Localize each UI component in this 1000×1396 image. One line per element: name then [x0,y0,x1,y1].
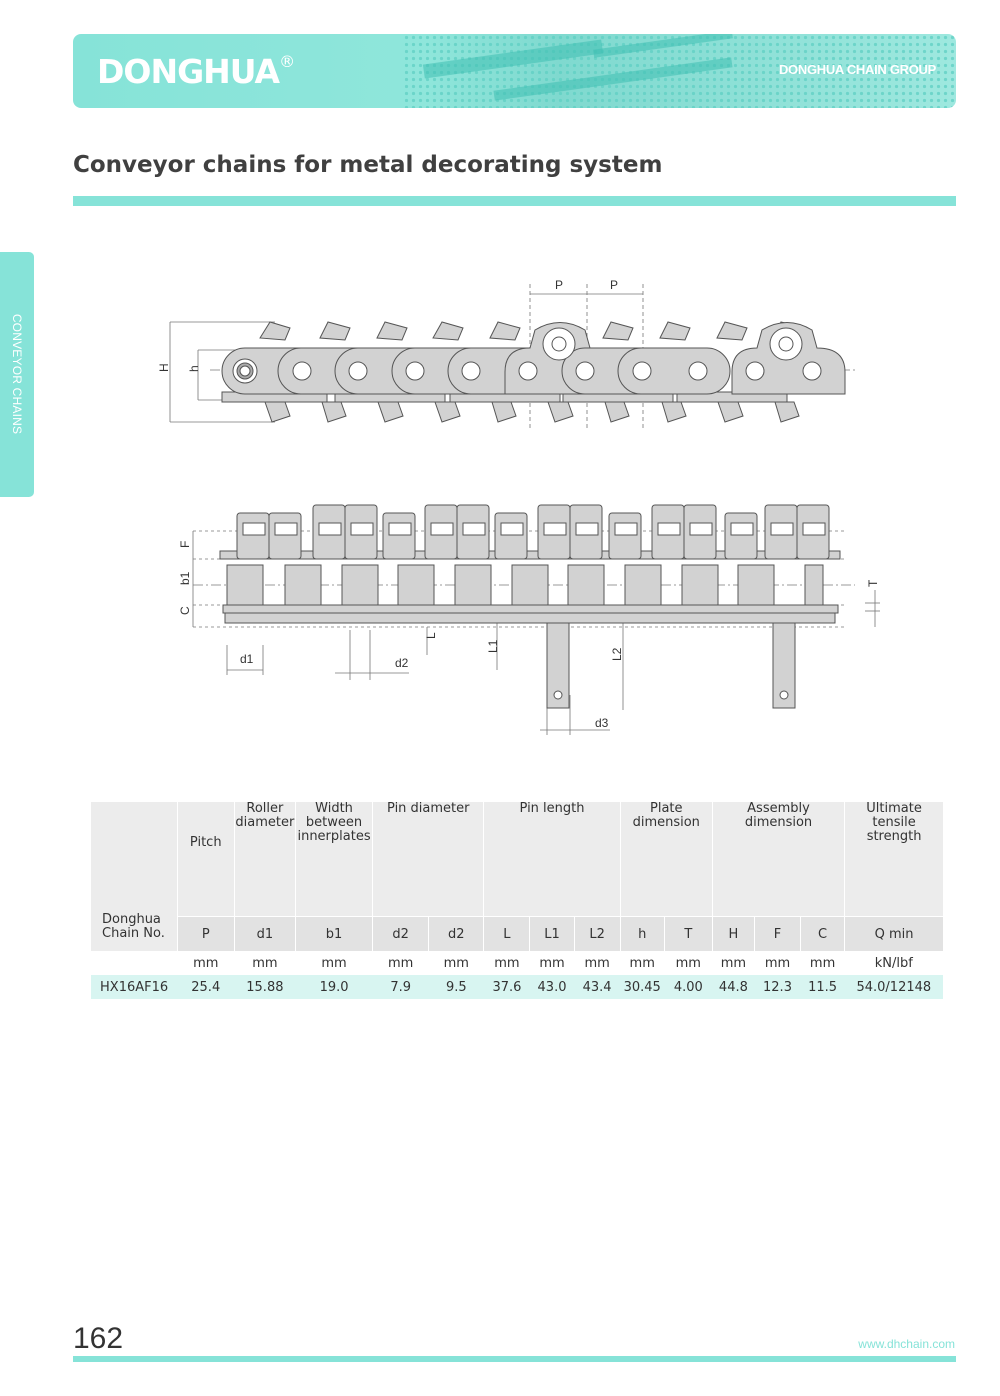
col-header-width: Width between innerplates [294,802,373,917]
unit-cell: mm [177,951,235,975]
symbol-cell: H [711,916,755,951]
col-header-pin-diameter: Pin diameter [372,802,484,917]
col-header-pitch: Pitch [176,802,235,917]
side-tab-label: CONVEYOR CHAINS [10,313,24,435]
table-symbol-row: P d1 b1 d2 d2 L L1 L2 h T H F C Q min [91,916,943,951]
dim-label-L2: L2 [610,647,624,661]
data-cell: 15.88 [234,975,296,999]
symbol-cell: d2 [428,916,484,951]
dim-label-C: C [178,606,192,615]
symbol-cell: T [663,916,713,951]
symbol-cell: d2 [372,916,429,951]
dim-label-d1: d1 [240,652,254,666]
col-header-roller: Roller diameter [233,802,296,917]
unit-cell [91,951,178,975]
data-cell: 7.9 [372,975,429,999]
dim-label-T: T [866,579,880,587]
page-title: Conveyor chains for metal decorating sys… [73,152,663,178]
page-number: 162 [73,1322,124,1355]
header-banner: DONGHUA® DONGHUA CHAIN GROUP [73,34,956,108]
data-cell: 19.0 [295,975,373,999]
symbol-cell: L2 [573,916,621,951]
unit-cell: kN/lbf [844,951,943,975]
unit-cell: mm [620,951,665,975]
unit-cell: mm [800,951,845,975]
data-cell: 43.0 [529,975,575,999]
data-cell: 11.5 [800,975,845,999]
dim-label-b1: b1 [178,571,192,585]
table-unit-row: mm mm mm mm mm mm mm mm mm mm mm mm mm k… [91,951,943,975]
dim-label-H: H [157,363,171,372]
group-name: DONGHUA CHAIN GROUP [778,62,936,77]
table-row: HX16AF16 25.4 15.88 19.0 7.9 9.5 37.6 43… [91,975,943,999]
side-tab: CONVEYOR CHAINS [0,252,34,497]
unit-cell: mm [574,951,621,975]
unit-cell: mm [234,951,296,975]
col-header-uts: Ultimate tensile strength [844,802,943,917]
col-header-plate: Plate dimension [619,802,713,917]
symbol-cell: P [176,916,235,951]
unit-cell: mm [664,951,713,975]
brand-logo: DONGHUA® [97,52,295,91]
dim-label-L: L [424,632,438,639]
data-cell: 43.4 [574,975,621,999]
data-cell: 9.5 [428,975,484,999]
dim-label-L1: L1 [486,639,500,653]
data-cell: 30.45 [620,975,665,999]
symbol-cell: b1 [294,916,373,951]
data-cell: 4.00 [664,975,713,999]
symbol-cell: Q min [844,916,943,951]
symbol-cell: F [753,916,801,951]
dim-label-F: F [178,541,192,548]
website-link[interactable]: www.dhchain.com [858,1337,955,1351]
unit-cell: mm [754,951,801,975]
footer-divider [73,1356,956,1362]
col-header-assembly: Assembly dimension [711,802,845,917]
unit-cell: mm [428,951,484,975]
data-cell: 37.6 [483,975,530,999]
symbol-cell: C [800,916,845,951]
dim-label-pitch: P [610,278,618,292]
data-cell: 12.3 [754,975,801,999]
chain-number-cell: HX16AF16 [91,975,178,999]
dim-label-h: h [187,365,201,372]
col-header-pin-length: Pin length [483,802,621,917]
col-header-chain-no: Donghua Chain No. [91,802,178,951]
unit-cell: mm [295,951,373,975]
unit-cell: mm [483,951,530,975]
spec-table: Donghua Chain No. Pitch Roller diameter … [91,802,943,999]
dim-label-pitch: P [555,278,563,292]
data-cell: 44.8 [712,975,755,999]
data-cell: 54.0/12148 [844,975,943,999]
symbol-cell: L [483,916,530,951]
unit-cell: mm [529,951,575,975]
data-cell: 25.4 [177,975,235,999]
unit-cell: mm [712,951,755,975]
symbol-cell: h [619,916,665,951]
symbol-cell: d1 [233,916,296,951]
title-divider [73,196,956,206]
dim-label-d3: d3 [595,716,609,730]
chain-top-view-drawing: P P H h [157,278,855,430]
chain-side-view-drawing: F b1 C T d1 d2 L L1 L2 d3 [178,504,880,735]
unit-cell: mm [372,951,429,975]
table-header-row: Donghua Chain No. Pitch Roller diameter … [91,802,943,951]
symbol-cell: L1 [529,916,575,951]
dim-label-d2: d2 [395,656,409,670]
